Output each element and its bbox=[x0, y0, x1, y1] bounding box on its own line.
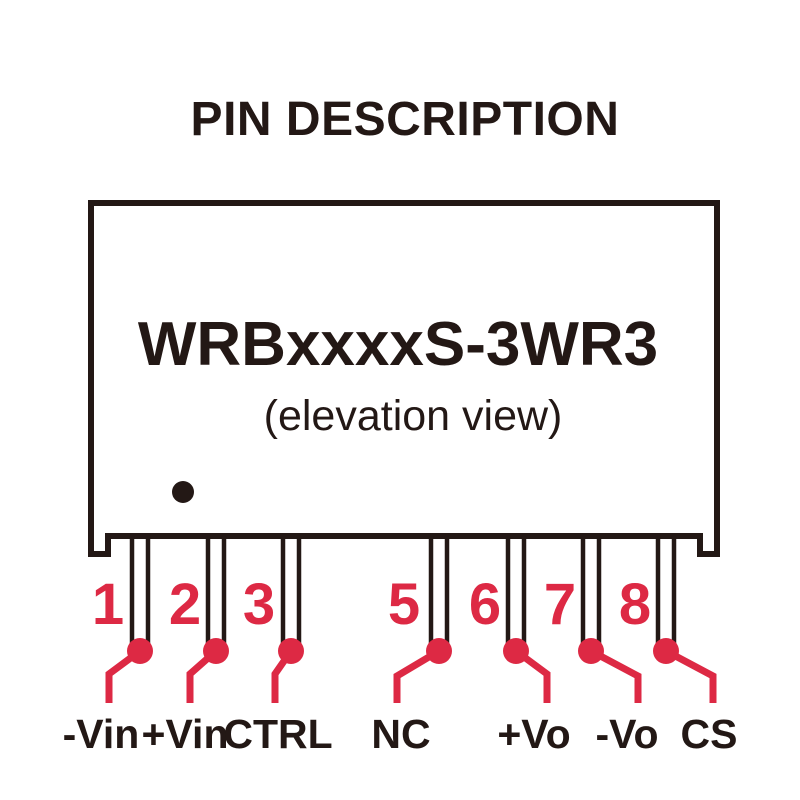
pin-group-1: 1 -Vin bbox=[63, 536, 153, 757]
pin-end-dot bbox=[503, 638, 529, 664]
module-view-label: (elevation view) bbox=[264, 392, 563, 440]
pin-label: -Vin bbox=[63, 711, 140, 757]
pin-group-6: 6 +Vo bbox=[469, 536, 571, 757]
pin-end-dot bbox=[278, 638, 304, 664]
pin-label: CS bbox=[681, 711, 738, 757]
pin1-indicator-dot bbox=[172, 481, 194, 503]
pin-number: 2 bbox=[169, 572, 201, 637]
pin-number: 8 bbox=[619, 572, 651, 637]
pin-label: CTRL bbox=[223, 711, 332, 757]
module-name: WRBxxxxS-3WR3 bbox=[138, 310, 658, 379]
pin-label: +Vo bbox=[497, 711, 570, 757]
page-title: PIN DESCRIPTION bbox=[191, 93, 620, 146]
pin-group-5: 5 NC bbox=[371, 536, 452, 757]
pin-number: 1 bbox=[92, 572, 124, 637]
pin-group-2: 2 +Vin bbox=[142, 536, 229, 757]
pin-end-dot bbox=[203, 638, 229, 664]
pin-group-8: 8 CS bbox=[619, 536, 738, 757]
pin-end-dot bbox=[578, 638, 604, 664]
pin-label: +Vin bbox=[142, 711, 229, 757]
leader-line bbox=[393, 647, 441, 703]
module-outline bbox=[88, 200, 720, 557]
pin-number: 6 bbox=[469, 572, 501, 637]
pin-label: NC bbox=[371, 711, 430, 757]
pin-end-dot bbox=[653, 638, 679, 664]
pin-label: -Vo bbox=[595, 711, 658, 757]
pin-end-dot bbox=[127, 638, 153, 664]
pin-number: 3 bbox=[243, 572, 275, 637]
pin-number: 5 bbox=[388, 572, 420, 637]
pin-number: 7 bbox=[544, 572, 576, 637]
leader-line bbox=[589, 647, 642, 703]
pin-group-3: 3 CTRL bbox=[223, 536, 333, 757]
pin-group-7: 7 -Vo bbox=[544, 536, 659, 757]
leader-line bbox=[664, 647, 717, 703]
pin-end-dot bbox=[426, 638, 452, 664]
